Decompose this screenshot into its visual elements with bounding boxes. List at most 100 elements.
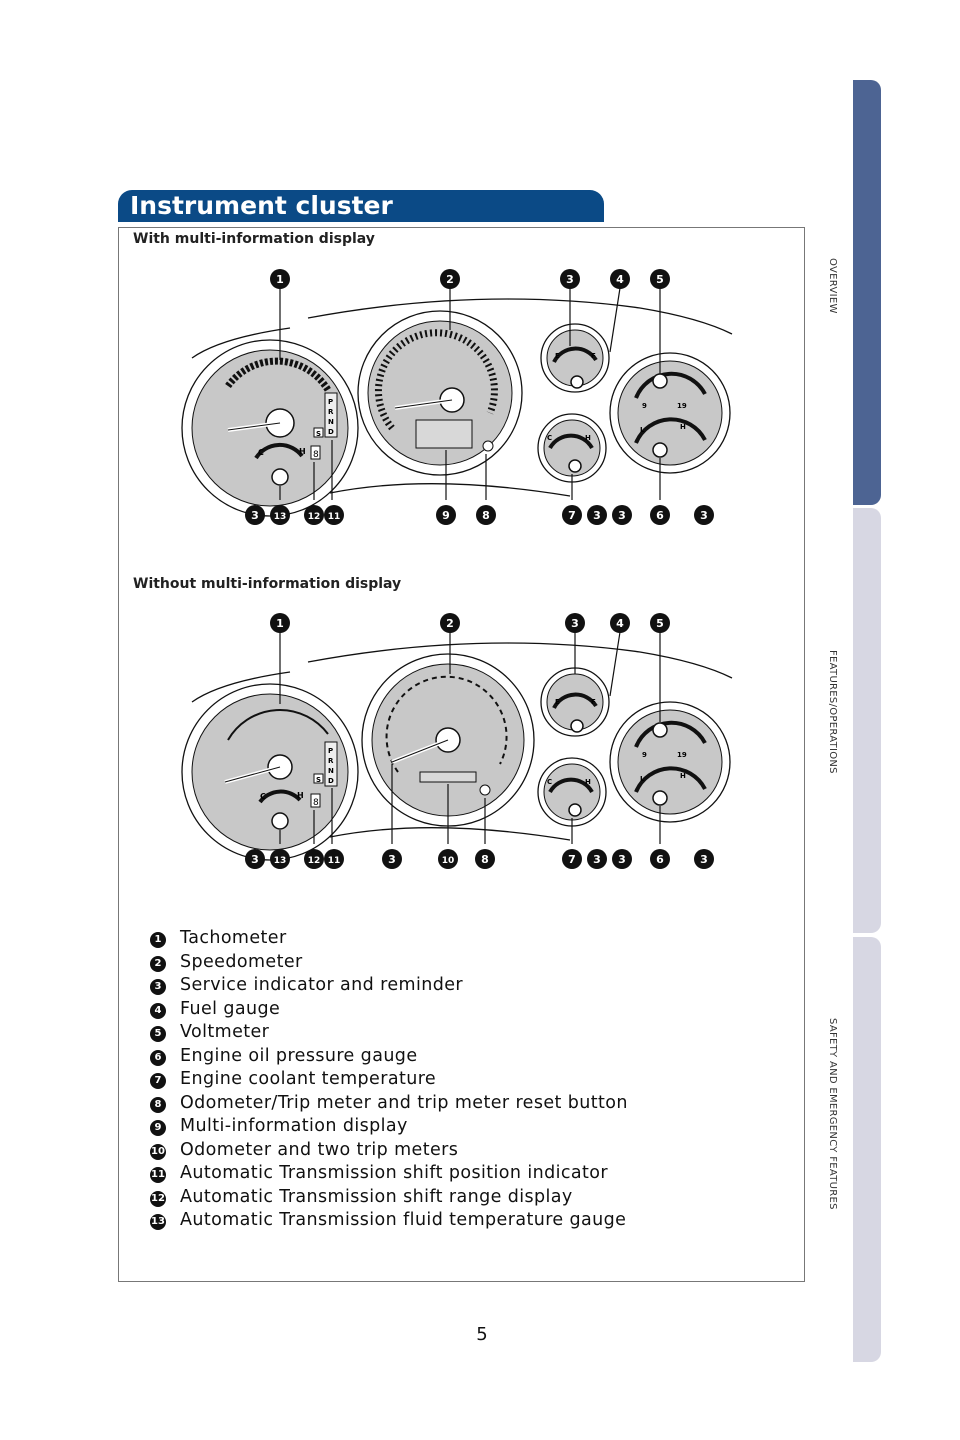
shift-d: D [328, 777, 334, 785]
callout-3: 3 [566, 273, 574, 286]
legend-badge: 1 [150, 932, 166, 948]
callout-11: 11 [328, 856, 341, 866]
legend-label: Automatic Transmission shift range displ… [180, 1186, 573, 1207]
legend-label: Fuel gauge [180, 998, 281, 1019]
legend-label: Odometer/Trip meter and trip meter reset… [180, 1092, 628, 1113]
shift-p: P [328, 398, 333, 406]
callout-5: 5 [656, 617, 664, 630]
callout-1: 1 [276, 617, 284, 630]
side-tab-overview[interactable] [853, 80, 881, 505]
volt-low-label: 9 [642, 402, 647, 410]
cluster-diagram-with-mid: C H P R N D S 8 E F C H 9 19 L H [181, 269, 733, 525]
legend-badge: 13 [150, 1214, 166, 1230]
subheading-with-mid: With multi-information display [133, 231, 375, 247]
callout-2: 2 [446, 273, 454, 286]
callout-3: 3 [251, 509, 259, 522]
callout-8: 8 [482, 509, 490, 522]
callout-3: 3 [251, 853, 259, 866]
section-header: Instrument cluster [118, 190, 604, 222]
legend-label: Tachometer [180, 928, 287, 948]
coolant-hot-label: H [585, 778, 591, 786]
callout-3: 3 [593, 509, 601, 522]
callout-3: 3 [700, 853, 708, 866]
subheading-without-mid: Without multi-information display [133, 576, 402, 592]
shift-r: R [328, 757, 334, 765]
callout-2: 2 [446, 617, 454, 630]
callout-10: 10 [442, 856, 455, 866]
gear-digit: 8 [313, 798, 319, 808]
shift-d: D [328, 428, 334, 436]
callout-5: 5 [656, 273, 664, 286]
callout-8: 8 [481, 853, 489, 866]
fuel-full-label: F [591, 698, 596, 706]
cluster-diagram-without-mid: C H P R N D S 8 E F C H 9 19 L H [181, 613, 733, 869]
callout-13: 13 [274, 856, 287, 866]
callout-4: 4 [616, 617, 624, 630]
shift-n: N [328, 767, 334, 775]
legend-badge: 11 [150, 1167, 166, 1183]
legend-label: Odometer and two trip meters [180, 1139, 459, 1160]
callout-7: 7 [568, 853, 576, 866]
shift-r: R [328, 408, 334, 416]
coolant-hot-label: H [585, 434, 591, 442]
tach-cold-label: C [260, 792, 266, 801]
range-s: S [316, 430, 321, 438]
callout-6: 6 [656, 509, 664, 522]
legend-label: Voltmeter [180, 1022, 270, 1042]
volt-high-label: 19 [677, 751, 687, 759]
callout-12: 12 [308, 856, 321, 866]
legend-badge: 10 [150, 1143, 166, 1160]
legend-badge: 3 [150, 979, 166, 995]
legend-label: Automatic Transmission fluid temperature… [180, 1210, 627, 1230]
legend-label: Speedometer [180, 951, 303, 972]
callout-7: 7 [568, 509, 576, 522]
legend-badge: 2 [150, 955, 166, 972]
callout-9: 9 [442, 509, 450, 522]
coolant-cold-label: C [547, 778, 552, 786]
callout-3: 3 [593, 853, 601, 866]
legend-badge: 8 [150, 1096, 166, 1113]
content-frame [118, 227, 805, 1282]
tach-hot-label: H [297, 791, 304, 800]
legend-badge: 9 [150, 1120, 166, 1136]
callout-4: 4 [616, 273, 624, 286]
oil-high-label: H [680, 423, 686, 431]
oil-low-label: L [640, 775, 645, 783]
fuel-empty-label: E [555, 698, 560, 706]
callout-12: 12 [308, 512, 321, 522]
legend-label: Multi-information display [180, 1116, 408, 1136]
volt-low-label: 9 [642, 751, 647, 759]
legend-label: Engine oil pressure gauge [180, 1045, 418, 1066]
callout-3: 3 [700, 509, 708, 522]
page-number: 5 [476, 1324, 488, 1345]
legend-badge: 12 [150, 1190, 166, 1207]
legend-badge: 7 [150, 1073, 166, 1089]
callout-3: 3 [388, 853, 396, 866]
side-tab-safety[interactable] [853, 937, 881, 1362]
page-title: Instrument cluster [130, 191, 393, 220]
shift-n: N [328, 418, 334, 426]
legend-label: Service indicator and reminder [180, 975, 463, 995]
tach-hot-label: H [299, 447, 306, 456]
callout-13: 13 [274, 512, 287, 522]
oil-high-label: H [680, 772, 686, 780]
callout-6: 6 [656, 853, 664, 866]
legend-badge: 5 [150, 1026, 166, 1042]
coolant-cold-label: C [547, 434, 552, 442]
fuel-full-label: F [591, 352, 596, 360]
gear-digit: 8 [313, 450, 319, 460]
legend-label: Engine coolant temperature [180, 1069, 437, 1089]
callout-3: 3 [618, 853, 626, 866]
legend-badge: 4 [150, 1002, 166, 1019]
fuel-empty-label: E [555, 352, 560, 360]
callout-3: 3 [618, 509, 626, 522]
volt-high-label: 19 [677, 402, 687, 410]
legend-label: Automatic Transmission shift position in… [180, 1163, 608, 1183]
callout-1: 1 [276, 273, 284, 286]
shift-p: P [328, 747, 333, 755]
tach-cold-label: C [258, 448, 264, 457]
callout-11: 11 [328, 512, 341, 522]
oil-low-label: L [640, 426, 645, 434]
callout-3: 3 [571, 617, 579, 630]
side-tab-features[interactable] [853, 508, 881, 933]
